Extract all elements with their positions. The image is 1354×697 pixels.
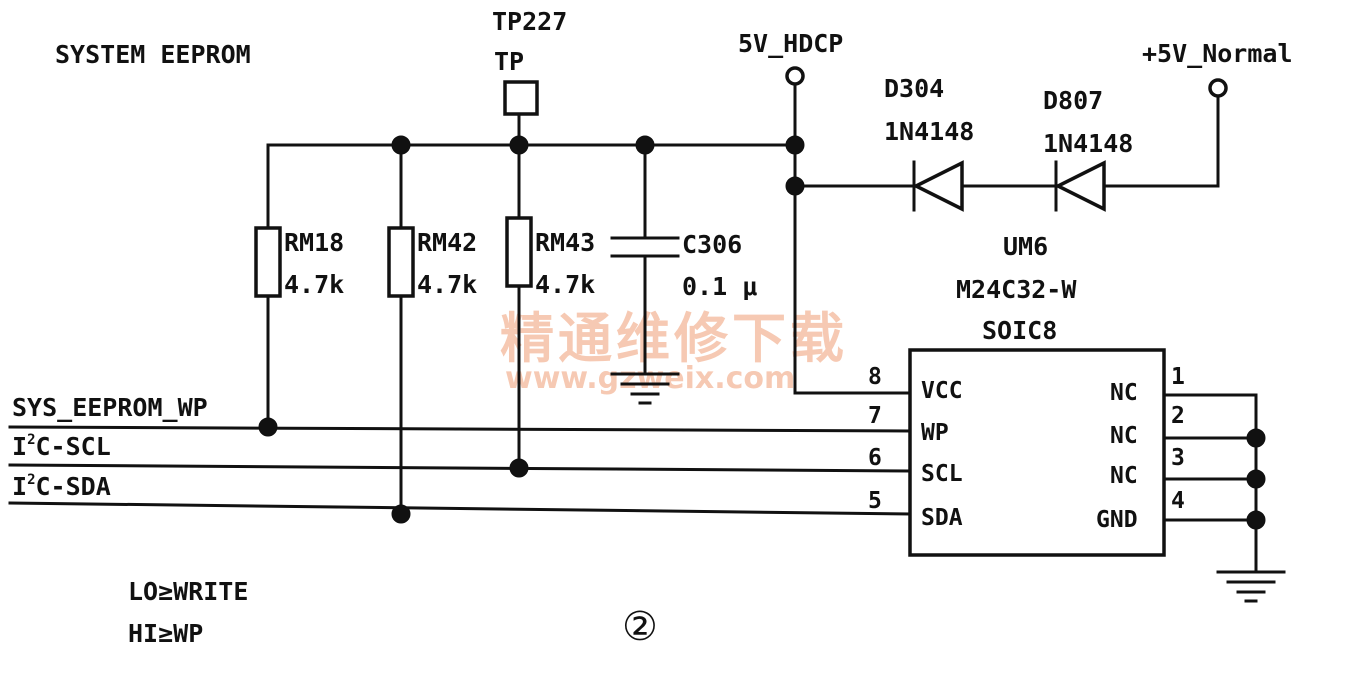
ic-package: SOIC8 [982,316,1057,345]
junction-dot [785,135,805,155]
diode-d304-value: 1N4148 [884,117,974,146]
wp-signal-wire [8,425,912,433]
junction-dot [509,135,529,155]
diode-d807-body [1054,160,1106,212]
junction-dot [635,135,655,155]
resistor-rm42-ref: RM42 [417,228,477,257]
diode-d807-value: 1N4148 [1043,129,1133,158]
note-hi-wp: HI≥WP [128,619,203,648]
watermark-chinese: 精通维修下载 [500,307,848,370]
ic-pin-7-number: 7 [868,403,882,429]
ic-pin-5-name: SDA [921,505,963,531]
junction-dot [258,417,278,437]
sda-signal-wire [8,501,912,516]
ic-pin-7-name: WP [921,420,949,446]
diode-d807 [1054,160,1106,212]
resistor-rm43 [505,216,533,288]
ic-pin-2-number: 2 [1171,403,1185,429]
ic-um6-body [908,348,1166,557]
resistor-rm18 [254,226,282,298]
ic-pin-6-name: SCL [921,461,963,487]
net-5v-hdcp-label: 5V_HDCP [738,29,843,58]
junction-dot [509,458,529,478]
ic-pin-1-name: NC [1110,380,1138,406]
diode-d807-ref: D807 [1043,86,1103,115]
ic-ground-symbol [1216,570,1286,603]
junction-dot [1246,428,1266,448]
ic-pin-3-number: 3 [1171,445,1185,471]
resistor-rm18-value: 4.7k [284,270,344,299]
junction-dot [1246,510,1266,530]
junction-dot [391,504,411,524]
junction-dot [785,176,805,196]
testpoint-ref: TP227 [492,7,567,36]
ic-ref: UM6 [1003,232,1048,261]
c306-ground-symbol [610,372,680,405]
net-wp-label: SYS_EEPROM_WP [12,393,208,422]
net-scl-label: I2C-SCL [12,432,111,461]
resistor-rm43-ref: RM43 [535,228,595,257]
ic-pin-6-number: 6 [868,445,882,471]
ic-pin-8-name: VCC [921,378,963,404]
resistor-rm42 [387,226,415,298]
diode-d304-body [912,160,964,212]
ic-part-number: M24C32-W [956,275,1077,304]
resistor-rm42-value: 4.7k [417,270,477,299]
note-lo-write: LO≥WRITE [128,577,248,606]
scl-signal-wire [8,463,912,473]
ic-pin-8-number: 8 [868,364,882,390]
net-5v-hdcp-terminal [785,66,805,86]
ic-pin-1-number: 1 [1171,364,1185,390]
ic-pin-2-name: NC [1110,423,1138,449]
ic-pin-5-number: 5 [868,488,882,514]
diode-d304-ref: D304 [884,74,944,103]
resistor-rm18-ref: RM18 [284,228,344,257]
capacitor-c306-ref: C306 [682,230,742,259]
net-5v-normal-label: +5V_Normal [1142,39,1293,68]
ic-pin-4-number: 4 [1171,488,1185,514]
junction-dot [1246,469,1266,489]
diode-d304 [912,160,964,212]
testpoint-type: TP [494,47,524,76]
net-5v-normal-terminal [1208,78,1228,98]
net-sda-label: I2C-SDA [12,472,111,501]
resistor-rm43-value: 4.7k [535,270,595,299]
capacitor-c306-value: 0.1 μ [682,272,757,301]
figure-number: ② [622,604,658,650]
ic-pin-4-name: GND [1096,507,1138,533]
junction-dot [391,135,411,155]
testpoint-pad [503,80,539,116]
schematic-title: SYSTEM EEPROM [55,40,251,69]
ic-pin-3-name: NC [1110,463,1138,489]
watermark-url: www.gzweix.com [505,361,795,396]
